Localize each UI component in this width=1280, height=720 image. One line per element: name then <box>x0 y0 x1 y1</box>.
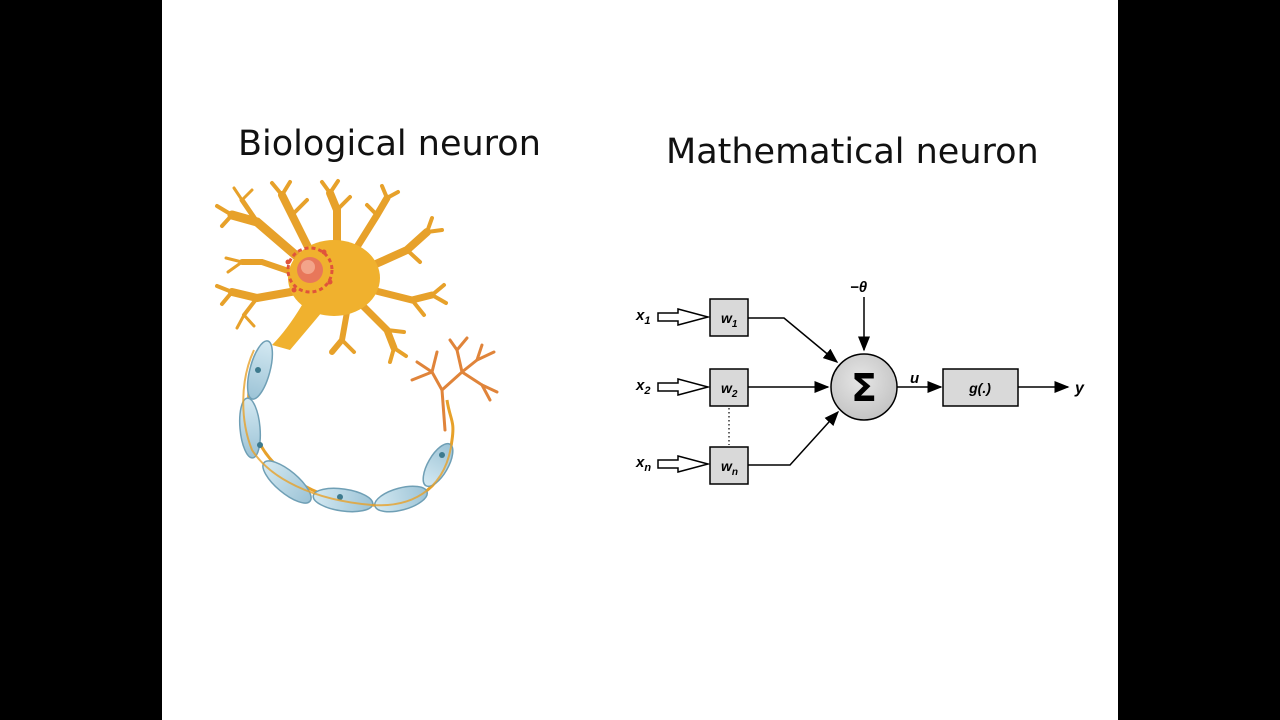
input-label-1: x1 <box>635 307 650 327</box>
weight-box-2: w2 <box>709 368 749 407</box>
input-label-n: xn <box>635 454 651 474</box>
svg-text:w2: w2 <box>721 380 738 400</box>
axon <box>238 340 455 513</box>
axon-terminals <box>410 336 499 432</box>
summation-node: Σ <box>830 353 898 421</box>
nucleus <box>286 246 334 294</box>
weight-box-n: wn <box>709 446 749 485</box>
mathematical-neuron-title: Mathematical neuron <box>666 132 1039 172</box>
dendrites <box>215 179 448 364</box>
svg-text:w1: w1 <box>721 310 738 330</box>
input-label-2: x2 <box>635 377 650 397</box>
activation-box: g(.) <box>942 368 1019 407</box>
weight-box-1: w1 <box>709 298 749 337</box>
biological-neuron-title: Biological neuron <box>238 124 541 164</box>
slide: Biological neuron Mathematical neuron <box>162 0 1118 720</box>
output-label: y <box>1074 380 1085 397</box>
svg-text:g(.): g(.) <box>968 380 991 396</box>
svg-text:wn: wn <box>721 458 738 478</box>
weighted-connections <box>748 317 840 466</box>
mathematical-neuron-diagram: x1 x2 xn w1 w2 wn −θ <box>635 279 1085 485</box>
input-arrows <box>657 308 711 473</box>
biological-neuron-illustration <box>215 179 499 513</box>
svg-text:Σ: Σ <box>851 366 877 410</box>
bias-label: −θ <box>850 279 868 296</box>
sum-output-label: u <box>910 370 919 387</box>
